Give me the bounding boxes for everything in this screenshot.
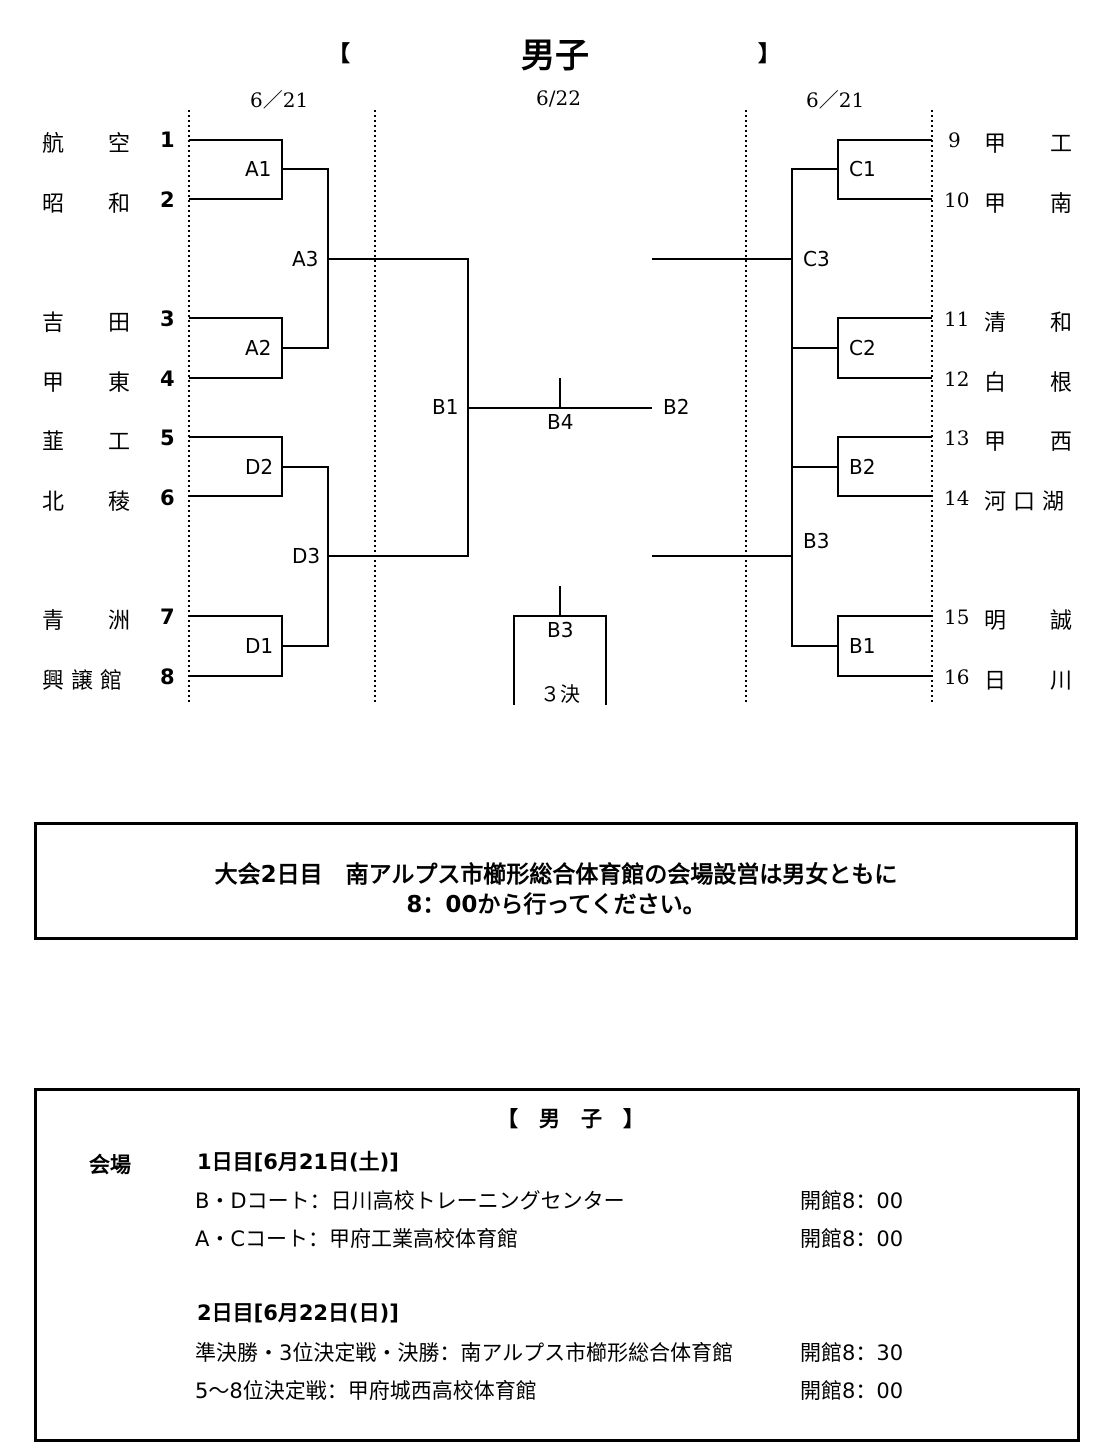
team-name-left: 吉 田 bbox=[42, 311, 131, 336]
third-place-line bbox=[513, 615, 607, 705]
tournament-bracket bbox=[188, 110, 933, 705]
seed-number: 12 bbox=[944, 367, 970, 391]
match-label: B3 bbox=[547, 618, 574, 642]
match-line-c3-feed bbox=[791, 168, 838, 349]
day2-heading: 2日目[6月22日(日)] bbox=[197, 1301, 399, 1325]
team-name-right: 河 口 湖 bbox=[984, 490, 1064, 515]
match-label: A2 bbox=[245, 336, 272, 360]
team-name-right: 甲 南 bbox=[984, 192, 1073, 217]
match-line-b3-feed bbox=[791, 466, 838, 647]
open-time: 開館8：30 bbox=[800, 1341, 904, 1365]
seed-number: 8 bbox=[160, 665, 175, 689]
match-label: D3 bbox=[292, 544, 321, 568]
match-label: C1 bbox=[849, 157, 876, 181]
team-name-right: 甲 工 bbox=[984, 132, 1073, 157]
venue-row: B・Dコート：日川高校トレーニングセンター bbox=[195, 1189, 625, 1213]
match-label: C3 bbox=[803, 247, 830, 271]
open-time: 開館8：00 bbox=[800, 1379, 904, 1403]
venue-row: 準決勝・3位決定戦・決勝：南アルプス市櫛形総合体育館 bbox=[195, 1341, 734, 1365]
title-bracket-open: 【 bbox=[328, 42, 351, 67]
open-time: 開館8：00 bbox=[800, 1227, 904, 1251]
match-label: B2 bbox=[663, 395, 690, 419]
seed-number: 5 bbox=[160, 426, 175, 450]
seed-number: 9 bbox=[948, 128, 961, 152]
team-name-left: 韮 工 bbox=[42, 430, 131, 455]
venue-row: A・Cコート：甲府工業高校体育館 bbox=[195, 1227, 519, 1251]
match-label: A1 bbox=[245, 157, 272, 181]
third-place-label: ３決 bbox=[540, 682, 580, 706]
seed-number: 14 bbox=[944, 486, 970, 510]
match-label: D1 bbox=[245, 634, 274, 658]
match-label: B2 bbox=[849, 455, 876, 479]
team-name-left: 北 稜 bbox=[42, 490, 131, 515]
title-bracket-close: 】 bbox=[758, 42, 781, 67]
match-line-a2 bbox=[189, 317, 283, 379]
team-name-left: 甲 東 bbox=[42, 371, 131, 396]
match-line-b1-right bbox=[837, 615, 932, 677]
day1-heading: 1日目[6月21日(土)] bbox=[197, 1150, 399, 1174]
seed-number: 6 bbox=[160, 486, 175, 510]
match-label: B4 bbox=[547, 410, 574, 434]
seed-number: 13 bbox=[944, 426, 970, 450]
seed-number: 15 bbox=[944, 605, 970, 629]
match-line-b2-center bbox=[652, 258, 793, 557]
match-label: A3 bbox=[292, 247, 319, 271]
page-title: 男子 bbox=[521, 36, 589, 76]
team-name-left: 航 空 bbox=[42, 132, 131, 157]
seed-number: 4 bbox=[160, 367, 175, 391]
match-label: D2 bbox=[245, 455, 274, 479]
match-label: B1 bbox=[849, 634, 876, 658]
match-line-d1 bbox=[189, 615, 283, 677]
notice-box: 大会2日目 南アルプス市櫛形総合体育館の会場設営は男女ともに 8：00から行って… bbox=[34, 822, 1078, 940]
date-left: 6／21 bbox=[250, 88, 309, 112]
seed-number: 2 bbox=[160, 188, 175, 212]
team-name-left: 興 譲 館 bbox=[42, 669, 122, 694]
team-name-left: 昭 和 bbox=[42, 192, 131, 217]
seed-number: 1 bbox=[160, 128, 175, 152]
date-center: 6/22 bbox=[536, 86, 581, 110]
seed-number: 7 bbox=[160, 605, 175, 629]
schedule-title: 【 男 子 】 bbox=[497, 1107, 644, 1131]
team-name-right: 清 和 bbox=[984, 311, 1073, 336]
seed-number: 11 bbox=[944, 307, 970, 331]
date-right: 6／21 bbox=[806, 88, 865, 112]
seed-number: 16 bbox=[944, 665, 970, 689]
notice-line: 大会2日目 南アルプス市櫛形総合体育館の会場設営は男女ともに bbox=[214, 862, 898, 888]
match-line-c2 bbox=[837, 317, 932, 379]
venue-row: 5～8位決定戦：甲府城西高校体育館 bbox=[195, 1379, 537, 1403]
team-name-right: 明 誠 bbox=[984, 609, 1073, 634]
open-time: 開館8：00 bbox=[800, 1189, 904, 1213]
team-name-right: 白 根 bbox=[984, 371, 1073, 396]
team-name-right: 甲 西 bbox=[984, 430, 1073, 455]
match-label: B1 bbox=[432, 395, 459, 419]
seed-number: 10 bbox=[944, 188, 970, 212]
schedule-box: 【 男 子 】 会場 1日目[6月21日(土)] B・Dコート：日川高校トレーニ… bbox=[34, 1088, 1080, 1442]
seed-number: 3 bbox=[160, 307, 175, 331]
team-name-left: 青 洲 bbox=[42, 609, 131, 634]
match-label: C2 bbox=[849, 336, 876, 360]
team-name-right: 日 川 bbox=[984, 669, 1073, 694]
match-label: B3 bbox=[803, 529, 830, 553]
notice-line: 8：00から行ってください。 bbox=[406, 892, 706, 918]
venue-label: 会場 bbox=[89, 1153, 131, 1177]
